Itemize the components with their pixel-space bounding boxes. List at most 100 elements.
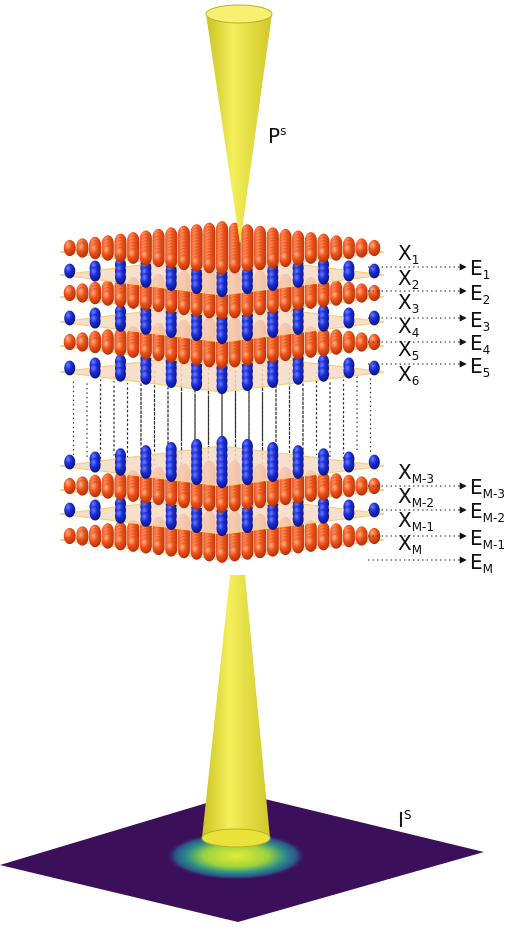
orange-atom — [165, 346, 178, 363]
orange-atom — [127, 485, 140, 502]
slice-label-main: X — [398, 337, 412, 361]
slice-label-main: X — [398, 508, 412, 532]
orange-atom — [152, 250, 165, 268]
orange-atom — [355, 286, 368, 303]
orange-atom — [254, 254, 267, 271]
exit-wave-label-5: E5 — [470, 356, 490, 383]
exit-wave-label-subscript: M-2 — [482, 511, 505, 525]
orange-atom — [317, 484, 330, 501]
orange-atom — [203, 257, 216, 274]
blue-atom — [64, 454, 76, 470]
orange-atom — [330, 482, 343, 499]
orange-atom — [76, 335, 89, 352]
orange-atom — [279, 538, 292, 556]
orange-atom — [165, 490, 178, 507]
orange-atom — [177, 299, 190, 316]
blue-atom — [89, 313, 101, 329]
slice-label-main: X — [398, 241, 412, 265]
orange-atom — [152, 538, 165, 556]
orange-atom — [292, 487, 305, 504]
orange-atom — [342, 481, 355, 498]
exit-wave-label-subscript: M-3 — [482, 487, 505, 501]
orange-atom — [368, 333, 381, 351]
exit-wave-label-subscript: 3 — [482, 320, 491, 334]
orange-atom — [203, 545, 216, 562]
blue-atom — [368, 310, 380, 326]
orange-atom — [355, 241, 368, 258]
blue-atom — [368, 263, 380, 279]
probe-beam-cone — [205, 4, 273, 244]
slice-label-2: X2 — [398, 268, 419, 295]
blue-atom — [343, 505, 355, 521]
slice-label-main: X — [398, 484, 412, 508]
orange-atom — [165, 297, 178, 314]
orange-atom — [292, 343, 305, 360]
blue-atom — [64, 360, 76, 376]
blue-atom — [165, 323, 177, 338]
blue-atom — [241, 470, 253, 486]
blue-atom — [292, 369, 304, 385]
blue-atom — [267, 515, 279, 530]
orange-atom — [330, 532, 343, 549]
probe-label: Ps — [268, 124, 287, 148]
orange-atom — [152, 295, 165, 313]
orange-atom — [254, 542, 267, 559]
orange-atom — [127, 341, 140, 358]
orange-atom — [368, 477, 381, 495]
orange-atom — [330, 244, 343, 261]
orange-atom — [216, 352, 228, 369]
orange-atom — [203, 351, 216, 368]
blue-atom — [216, 282, 228, 298]
slice-label-main: X — [398, 362, 412, 386]
slice-label-subscript: M-1 — [411, 520, 435, 534]
orange-atom — [216, 546, 228, 563]
orange-atom — [241, 349, 254, 366]
orange-atom — [101, 338, 114, 355]
orange-atom — [127, 535, 140, 552]
exit-wave-label-main: E — [470, 308, 483, 332]
orange-atom — [177, 492, 190, 509]
orange-atom — [292, 294, 305, 311]
orange-atom — [304, 485, 317, 502]
orange-atom — [228, 495, 241, 512]
blue-atom — [114, 316, 126, 332]
lower-cone-body — [202, 575, 270, 838]
blue-atom — [191, 376, 203, 392]
orange-atom — [279, 250, 292, 268]
slice-label-subscript: 1 — [411, 253, 420, 267]
slice-label-4: X4 — [398, 316, 419, 343]
slice-label-subscript: M-2 — [411, 496, 435, 510]
upper-cone-top — [205, 4, 273, 24]
orange-atom — [89, 531, 102, 548]
orange-atom — [241, 300, 254, 317]
slice-label-10: XM — [398, 533, 422, 560]
blue-atom — [267, 323, 279, 338]
orange-atom — [228, 545, 241, 562]
orange-atom — [203, 302, 216, 319]
blue-atom — [89, 363, 101, 379]
orange-atom — [152, 488, 165, 506]
orange-atom — [139, 537, 152, 554]
blue-atom — [114, 269, 126, 285]
orange-atom — [190, 493, 203, 510]
blue-atom — [89, 457, 101, 473]
exit-wave-label-main: E — [470, 475, 483, 499]
orange-atom — [241, 493, 254, 510]
orange-atom — [190, 349, 203, 366]
detector-plane — [0, 793, 484, 922]
blue-atom — [343, 363, 355, 379]
blue-atom — [292, 319, 304, 335]
orange-atom — [254, 299, 267, 316]
exit-wave-label-1: E1 — [470, 258, 490, 285]
orange-atom — [114, 340, 127, 357]
blue-atom — [89, 505, 101, 521]
exit-wave-label-main: E — [470, 550, 483, 574]
diffraction-spot — [166, 832, 306, 880]
slice-label-3: X3 — [398, 292, 419, 319]
orange-atom — [114, 534, 127, 551]
blue-atom — [368, 360, 380, 376]
exit-wave-label-subscript: 1 — [482, 268, 491, 282]
slice-label-subscript: 4 — [411, 326, 420, 340]
